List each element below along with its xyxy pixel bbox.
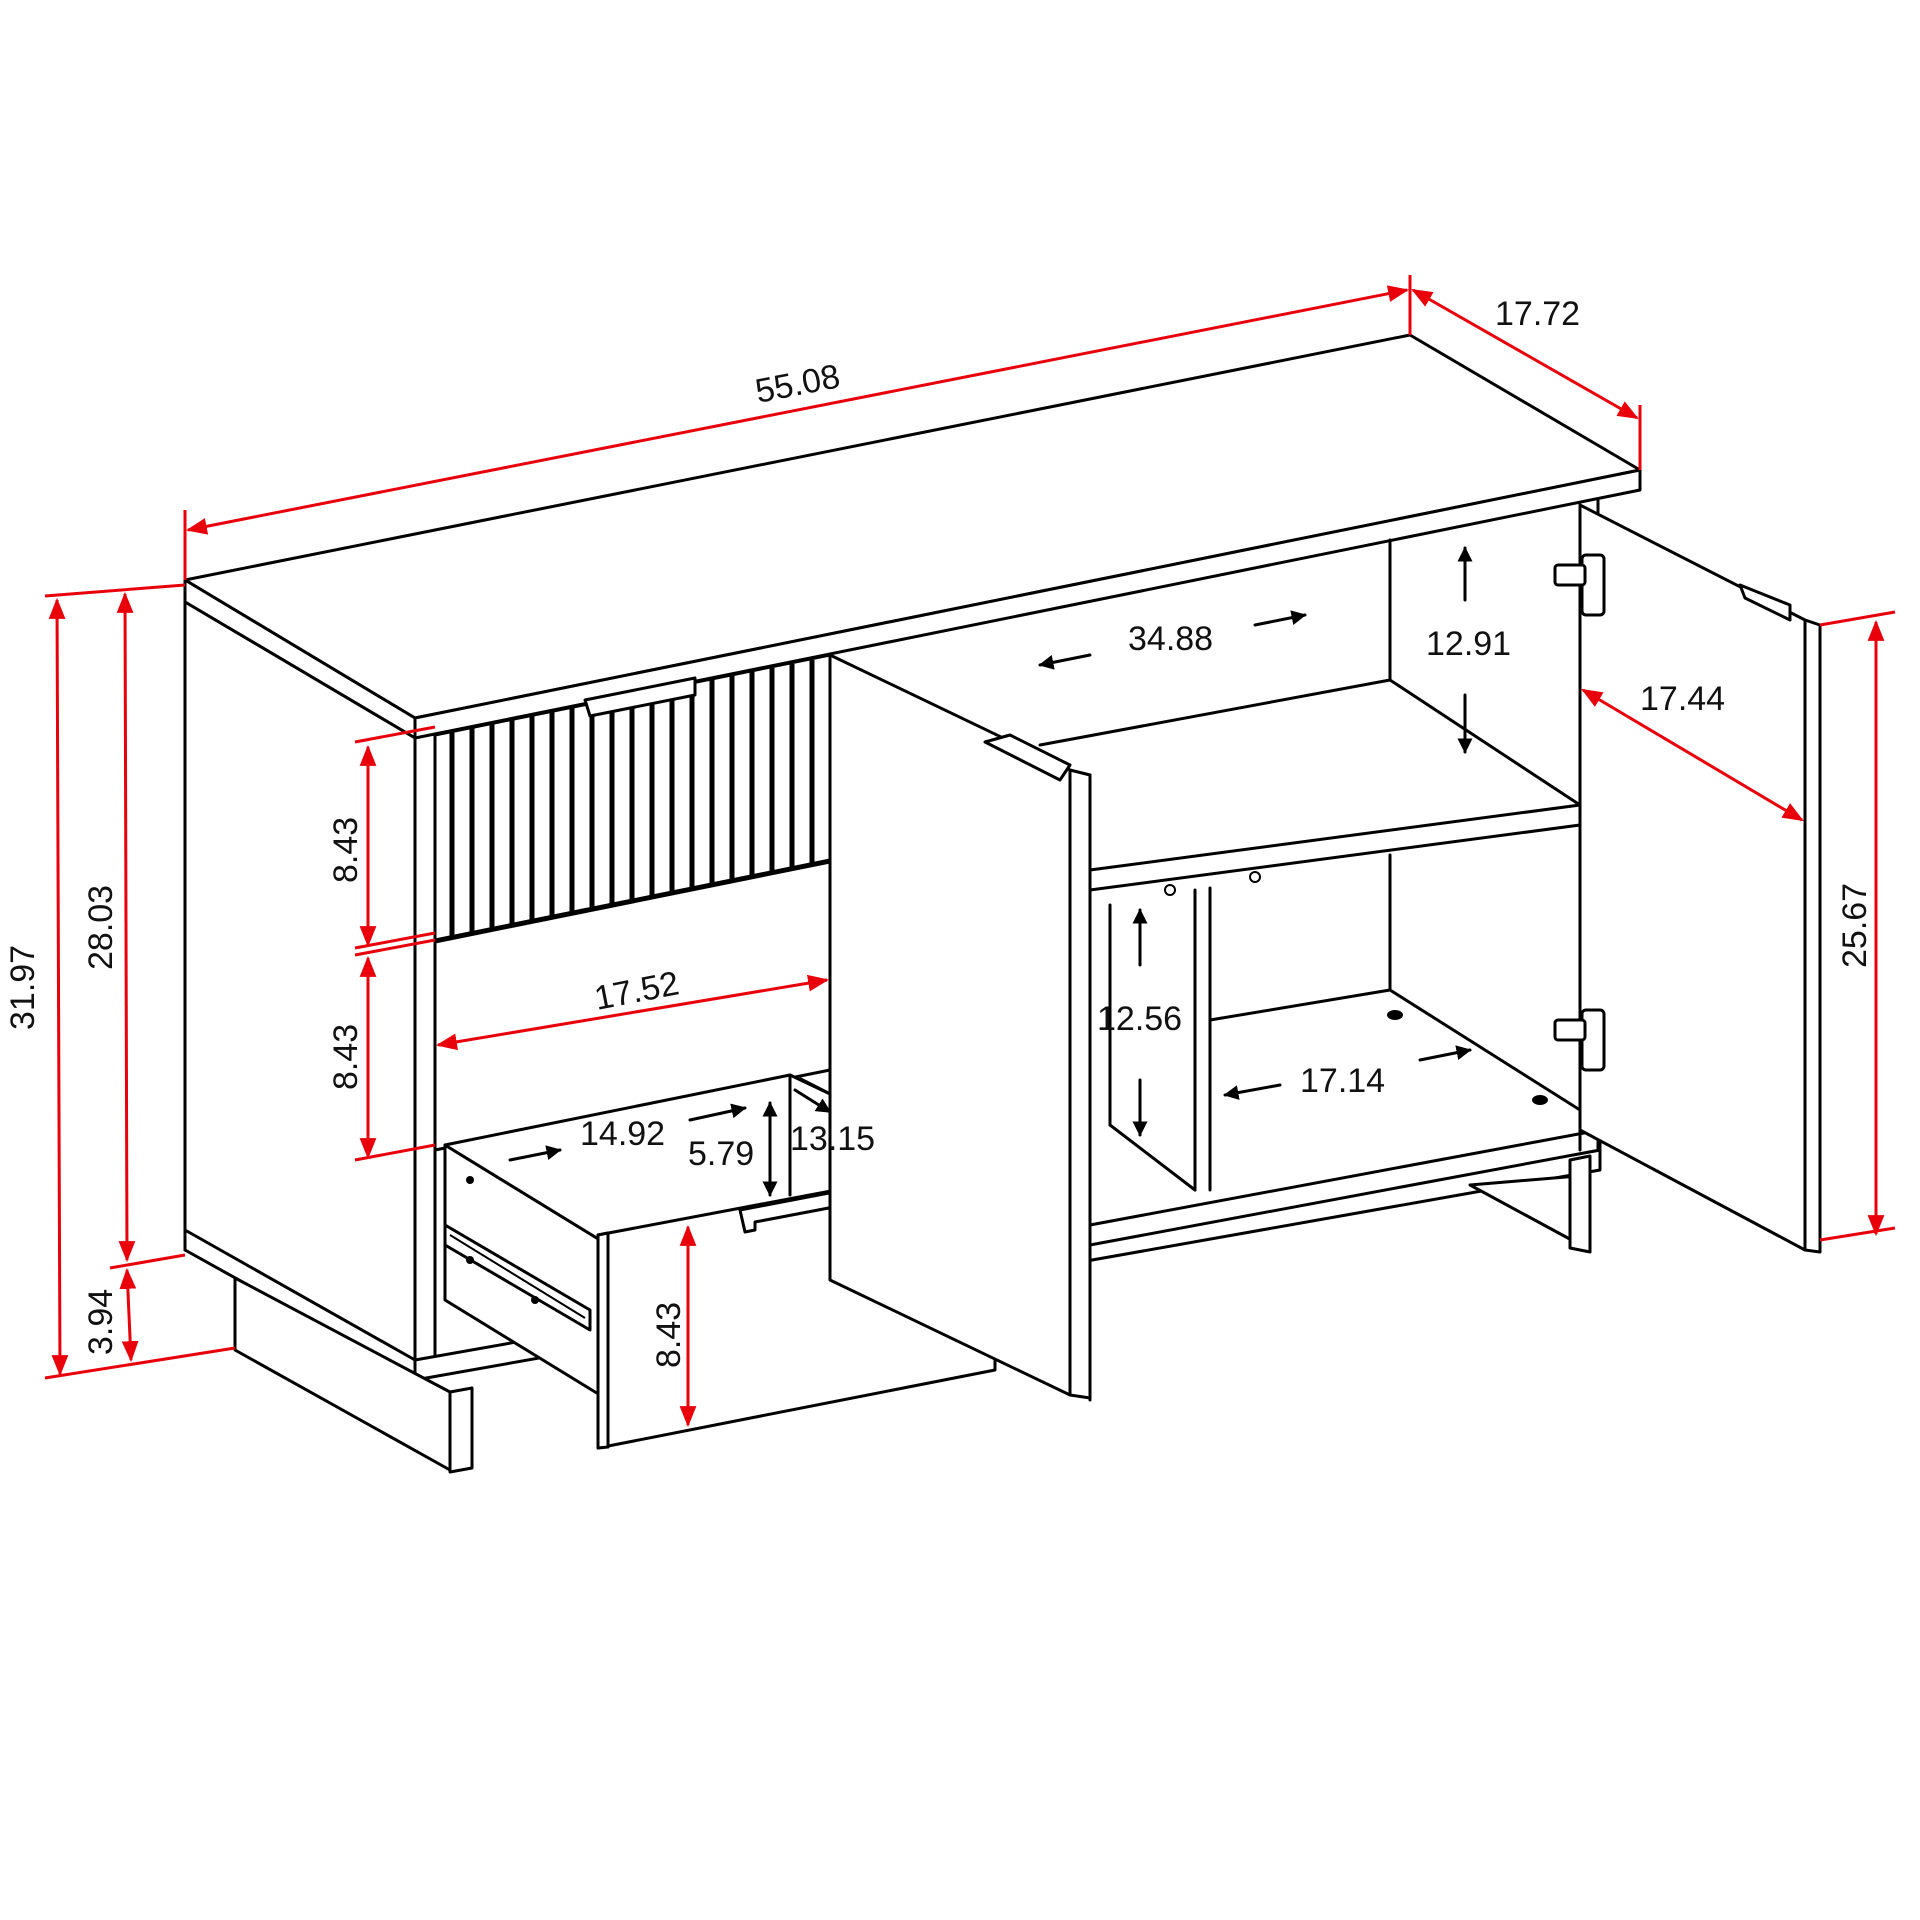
label-drawer-inner-height: 5.79	[688, 1135, 754, 1173]
label-lower-shelf-height: 12.56	[1097, 1000, 1182, 1038]
cabinet-interior	[1038, 498, 1602, 1402]
top-drawer-handle[interactable]	[583, 676, 697, 718]
label-top-drawer-height: 8.43	[327, 817, 365, 883]
label-cabinet-inner-width: 34.88	[1128, 620, 1213, 658]
label-bottom-drawer-front-height: 8.43	[650, 1302, 688, 1368]
label-drawer-inner-depth: 13.15	[790, 1120, 875, 1158]
middle-shelf	[1088, 803, 1582, 892]
left-front-leg	[448, 1386, 474, 1474]
right-door-face	[1578, 503, 1807, 1252]
label-lower-compartment-width: 17.14	[1300, 1062, 1385, 1100]
right-door-edge	[1803, 618, 1822, 1254]
label-middle-drawer-height: 8.43	[327, 1024, 365, 1090]
left-door-edge	[1068, 768, 1092, 1400]
label-overall-depth: 17.72	[1495, 295, 1580, 333]
label-overall-height: 31.97	[4, 945, 42, 1030]
label-body-height: 28.03	[82, 885, 120, 970]
left-door[interactable]	[828, 653, 1092, 1400]
right-door-handle[interactable]	[1738, 583, 1792, 622]
label-leg-height: 3.94	[82, 1289, 120, 1355]
hinge-icon-bottom	[1553, 1008, 1606, 1072]
label-door-height: 25.67	[1836, 883, 1874, 968]
top-drawer-slats	[449, 660, 815, 936]
right-front-leg	[1568, 1154, 1592, 1254]
left-door-handle[interactable]	[983, 733, 1072, 782]
hinge-icon-top	[1553, 553, 1606, 617]
label-drawer-inner-width: 14.92	[580, 1115, 665, 1153]
dimension-lines	[44, 275, 1896, 1428]
label-upper-shelf-height: 12.91	[1426, 625, 1511, 663]
label-door-width: 17.44	[1640, 680, 1725, 718]
